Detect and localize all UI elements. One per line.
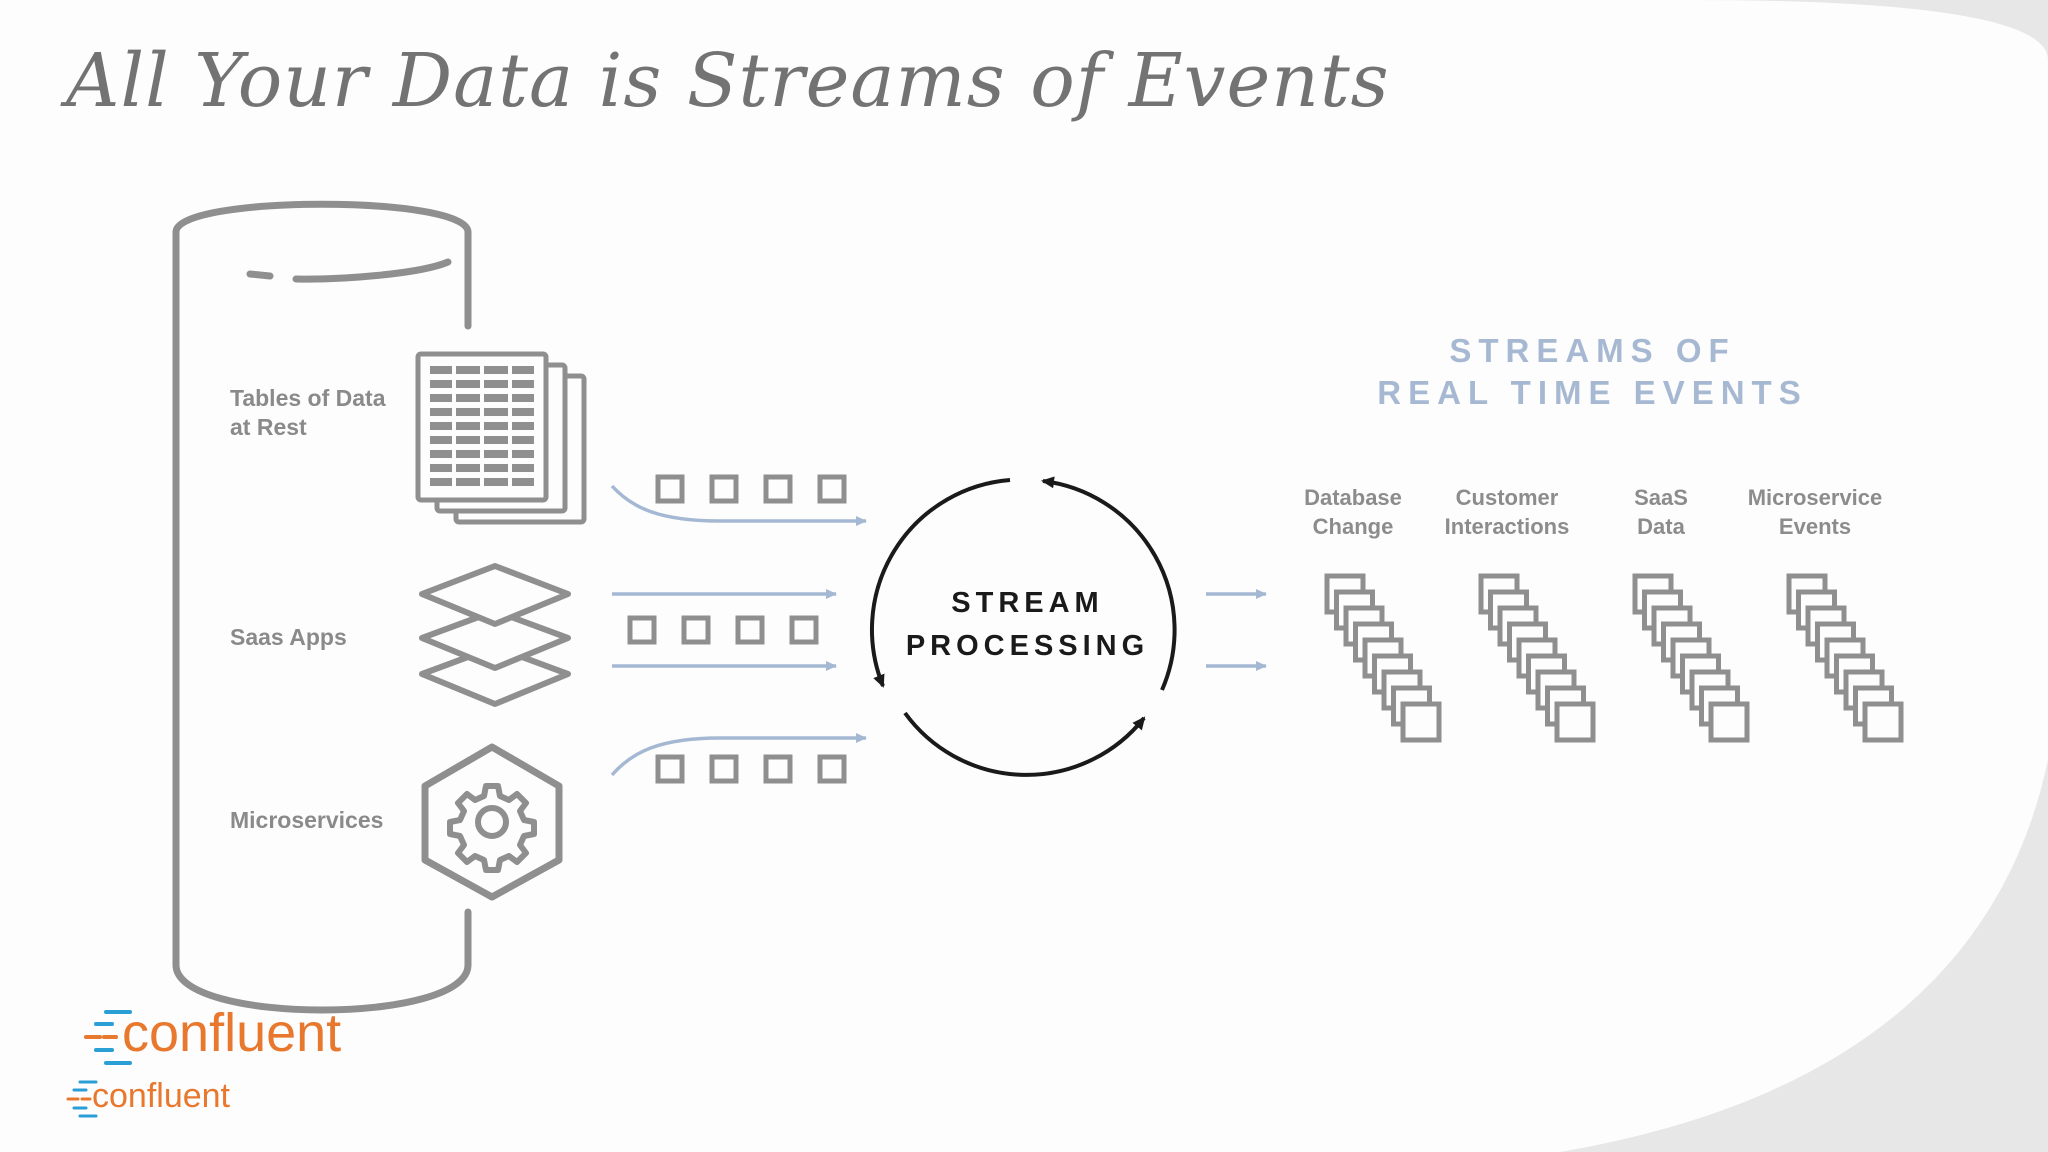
- table-stack-icon: [415, 351, 587, 525]
- stream-label-database-change: Database Change: [1253, 483, 1453, 541]
- processing-cycle-icon: [869, 476, 1177, 777]
- stream-label-line1: Database: [1304, 485, 1402, 510]
- source-label-tables-line1: Tables of Data: [230, 385, 386, 411]
- stream-label-customer-interactions: Customer Interactions: [1407, 483, 1607, 541]
- layers-icon: [419, 563, 571, 707]
- event-square: [1862, 701, 1904, 743]
- confluent-logo-mark-large: [84, 1010, 132, 1065]
- stream-label-line1: Customer: [1455, 485, 1559, 510]
- flow-arrow-microservices: [610, 733, 867, 777]
- confluent-logo-secondary: confluent: [92, 1077, 230, 1115]
- slide-title: All Your Data is Streams of Events: [66, 38, 1390, 124]
- event-squares: [627, 474, 847, 784]
- event-stack-2: [1478, 573, 1596, 743]
- stream-label-saas-data: SaaS Data: [1561, 483, 1761, 541]
- hex-gear-icon: [421, 743, 563, 901]
- stream-label-line2: Change: [1312, 514, 1394, 539]
- stream-label-line2: Data: [1637, 514, 1685, 539]
- event-stack-1: [1324, 573, 1442, 743]
- stream-label-line2: Events: [1778, 514, 1852, 539]
- event-square: [1554, 701, 1596, 743]
- source-label-microservices: Microservices: [230, 807, 384, 833]
- event-stack-4: [1786, 573, 1904, 743]
- stream-label-line1: Microservice: [1747, 485, 1883, 510]
- source-label-tables: Tables of Data at Rest: [230, 384, 386, 442]
- event-streams-graphic: [1324, 573, 1904, 743]
- stream-processing-label: STREAM PROCESSING: [880, 582, 1175, 668]
- database-cylinder-icon: [172, 200, 472, 1014]
- flow-arrow-tables: [610, 484, 867, 526]
- stream-processing-line2: PROCESSING: [905, 630, 1150, 662]
- source-label-saas: Saas Apps: [230, 624, 347, 650]
- event-stack-3: [1632, 573, 1750, 743]
- streams-heading: STREAMS OF REAL TIME EVENTS: [1350, 330, 1835, 414]
- event-square: [1708, 701, 1750, 743]
- stream-label-line2: Interactions: [1444, 514, 1570, 539]
- stream-label-microservice-events: Microservice Events: [1715, 483, 1915, 541]
- stream-label-line1: SaaS: [1634, 485, 1688, 510]
- event-square: [1400, 701, 1442, 743]
- streams-heading-line1: STREAMS OF: [1449, 332, 1736, 369]
- stream-processing-line1: STREAM: [951, 587, 1104, 619]
- confluent-logo-mark-small: [66, 1080, 98, 1118]
- source-label-tables-line2: at Rest: [230, 414, 307, 440]
- confluent-logo-primary: confluent: [122, 1003, 342, 1063]
- streams-heading-line2: REAL TIME EVENTS: [1377, 374, 1808, 411]
- flow-arrows: [610, 484, 1267, 777]
